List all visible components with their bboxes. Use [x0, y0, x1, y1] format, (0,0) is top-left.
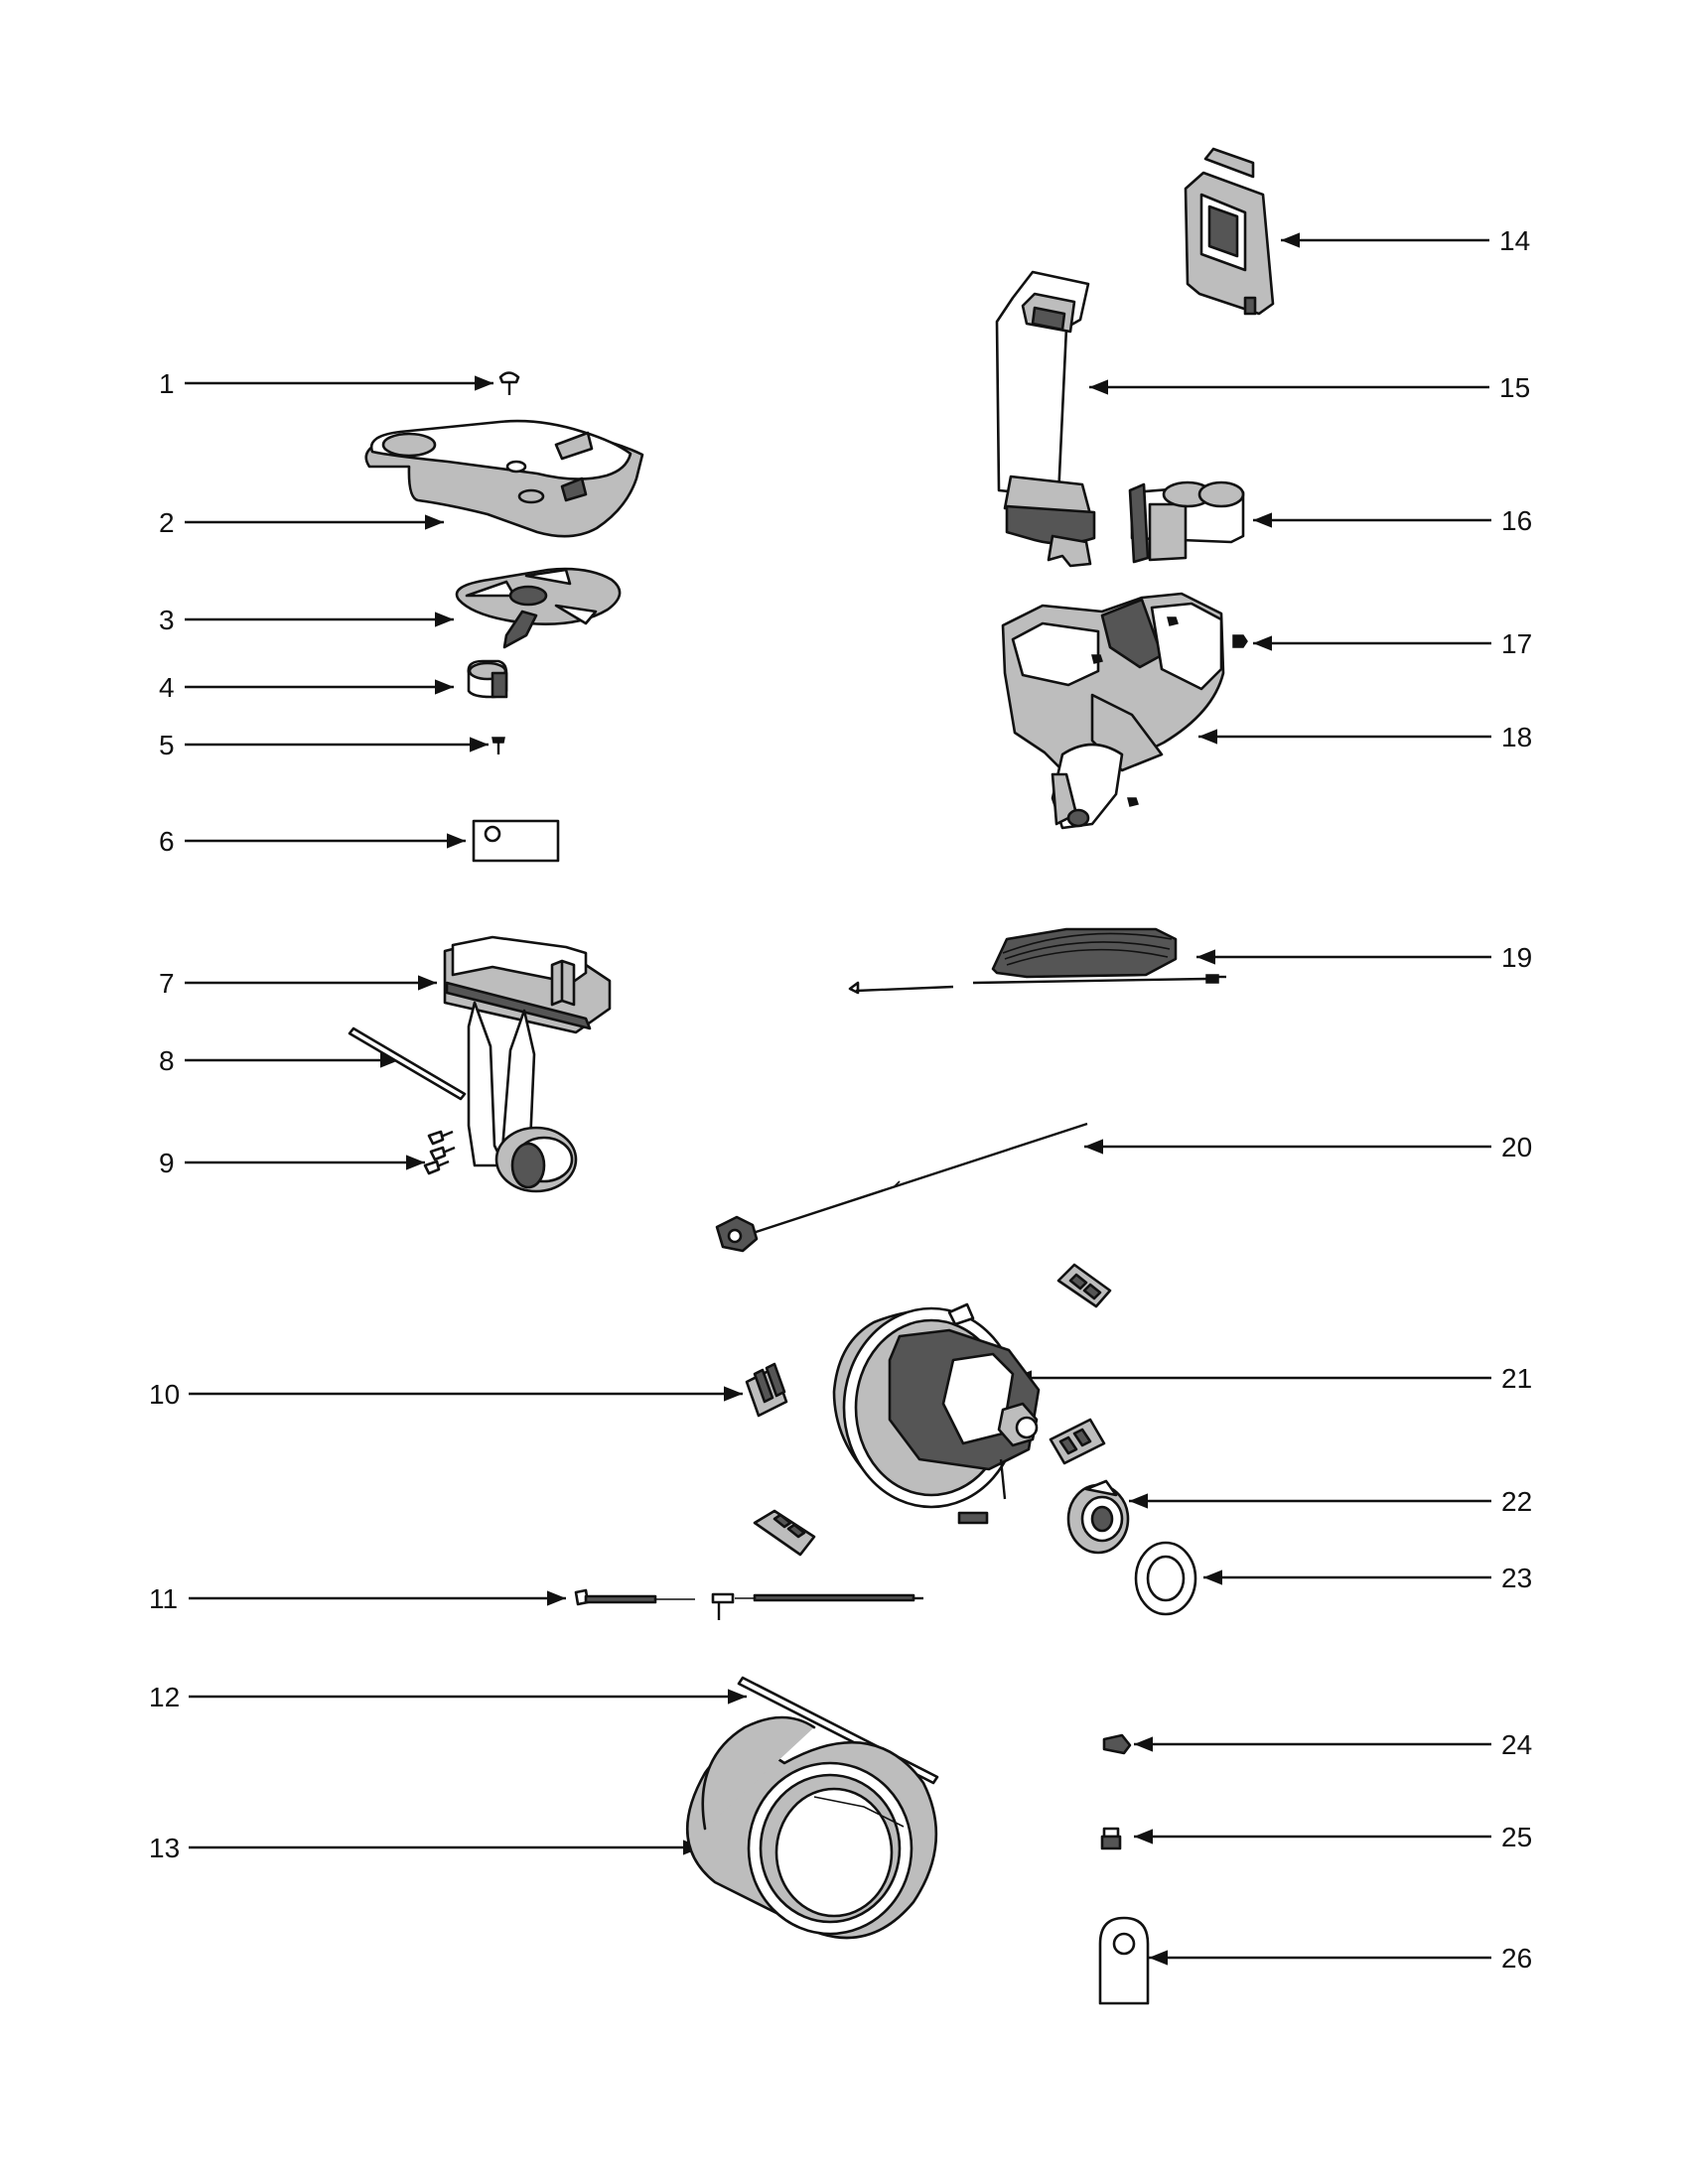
callout-label-16: 16: [1501, 505, 1532, 536]
wire-rod-icon: [715, 1122, 1088, 1253]
callout-label-11: 11: [149, 1583, 178, 1614]
callout-3: 3: [159, 605, 454, 635]
callout-label-13: 13: [149, 1833, 180, 1863]
callout-5: 5: [159, 730, 489, 760]
callout-24: 24: [1134, 1729, 1532, 1760]
screw-icon: [498, 371, 520, 395]
callout-label-12: 12: [149, 1682, 180, 1712]
callout-10: 10: [149, 1379, 743, 1410]
callout-20: 20: [1084, 1132, 1532, 1162]
screw-small-icon: [1232, 634, 1248, 648]
callout-label-2: 2: [159, 507, 175, 538]
callout-13: 13: [149, 1833, 702, 1863]
impeller-icon: [455, 567, 622, 649]
callout-label-17: 17: [1501, 628, 1532, 659]
callout-16: 16: [1253, 505, 1532, 536]
callout-12: 12: [149, 1682, 747, 1712]
rod-icon: [348, 1026, 467, 1101]
callout-2: 2: [159, 507, 444, 538]
callout-label-3: 3: [159, 605, 175, 635]
callout-19: 19: [1196, 942, 1532, 973]
handle-base-icon: [443, 935, 612, 1193]
callout-17: 17: [1253, 628, 1532, 659]
callout-label-19: 19: [1501, 942, 1532, 973]
callout-label-21: 21: [1501, 1363, 1532, 1394]
motor-icon: [832, 1302, 1041, 1525]
brush-holder-right-icon: [1049, 1418, 1106, 1465]
cam-icon: [467, 659, 508, 699]
top-cover-icon: [364, 419, 644, 538]
brush-holder-bottom-icon: [753, 1509, 816, 1557]
callout-label-4: 4: [159, 672, 175, 703]
callout-label-26: 26: [1501, 1943, 1532, 1974]
callout-label-24: 24: [1501, 1729, 1532, 1760]
washer-icon: [1134, 1541, 1197, 1616]
callout-8: 8: [159, 1045, 399, 1076]
callout-label-20: 20: [1501, 1132, 1532, 1162]
callout-22: 22: [1129, 1486, 1532, 1517]
callout-label-15: 15: [1499, 372, 1530, 403]
callout-label-8: 8: [159, 1045, 175, 1076]
callout-label-23: 23: [1501, 1563, 1532, 1593]
callout-label-25: 25: [1501, 1822, 1532, 1852]
screw-post-icon: [1100, 1827, 1122, 1850]
callout-25: 25: [1134, 1822, 1532, 1852]
clip-icon: [1102, 1733, 1132, 1755]
callout-4: 4: [159, 672, 454, 703]
screws-pair-icon: [423, 1130, 456, 1175]
callout-label-10: 10: [149, 1379, 180, 1410]
callout-9: 9: [159, 1148, 425, 1178]
filter-icon: [685, 1715, 938, 1940]
brush-holder-icon: [745, 1362, 788, 1418]
callout-label-9: 9: [159, 1148, 175, 1178]
callout-label-22: 22: [1501, 1486, 1532, 1517]
handle-tube-icon: [995, 270, 1096, 568]
callout-label-7: 7: [159, 968, 175, 999]
callout-21: 21: [1013, 1363, 1532, 1394]
grip-icon: [1184, 147, 1275, 316]
lower-housing-icon: [1001, 592, 1225, 830]
callout-14: 14: [1281, 225, 1530, 256]
power-cord-icon: [848, 927, 1226, 995]
small-screw-icon: [491, 737, 505, 754]
callout-label-1: 1: [159, 368, 175, 399]
callout-6: 6: [159, 826, 466, 857]
callout-23: 23: [1203, 1563, 1532, 1593]
wire-harness-icon: [574, 1588, 923, 1620]
callout-label-14: 14: [1499, 225, 1530, 256]
callout-1: 1: [159, 368, 493, 399]
cord-hook-icon: [1128, 480, 1245, 564]
bearing-icon: [1066, 1479, 1130, 1555]
callout-15: 15: [1089, 372, 1530, 403]
callout-18: 18: [1198, 722, 1532, 752]
callout-label-18: 18: [1501, 722, 1532, 752]
callout-label-6: 6: [159, 826, 175, 857]
callout-26: 26: [1149, 1943, 1532, 1974]
label-icon: [472, 819, 560, 863]
callout-11: 11: [149, 1583, 566, 1614]
callout-label-5: 5: [159, 730, 175, 760]
brush-holder-top-icon: [1056, 1263, 1112, 1308]
callout-7: 7: [159, 968, 437, 999]
bracket-icon: [1098, 1916, 1150, 2005]
